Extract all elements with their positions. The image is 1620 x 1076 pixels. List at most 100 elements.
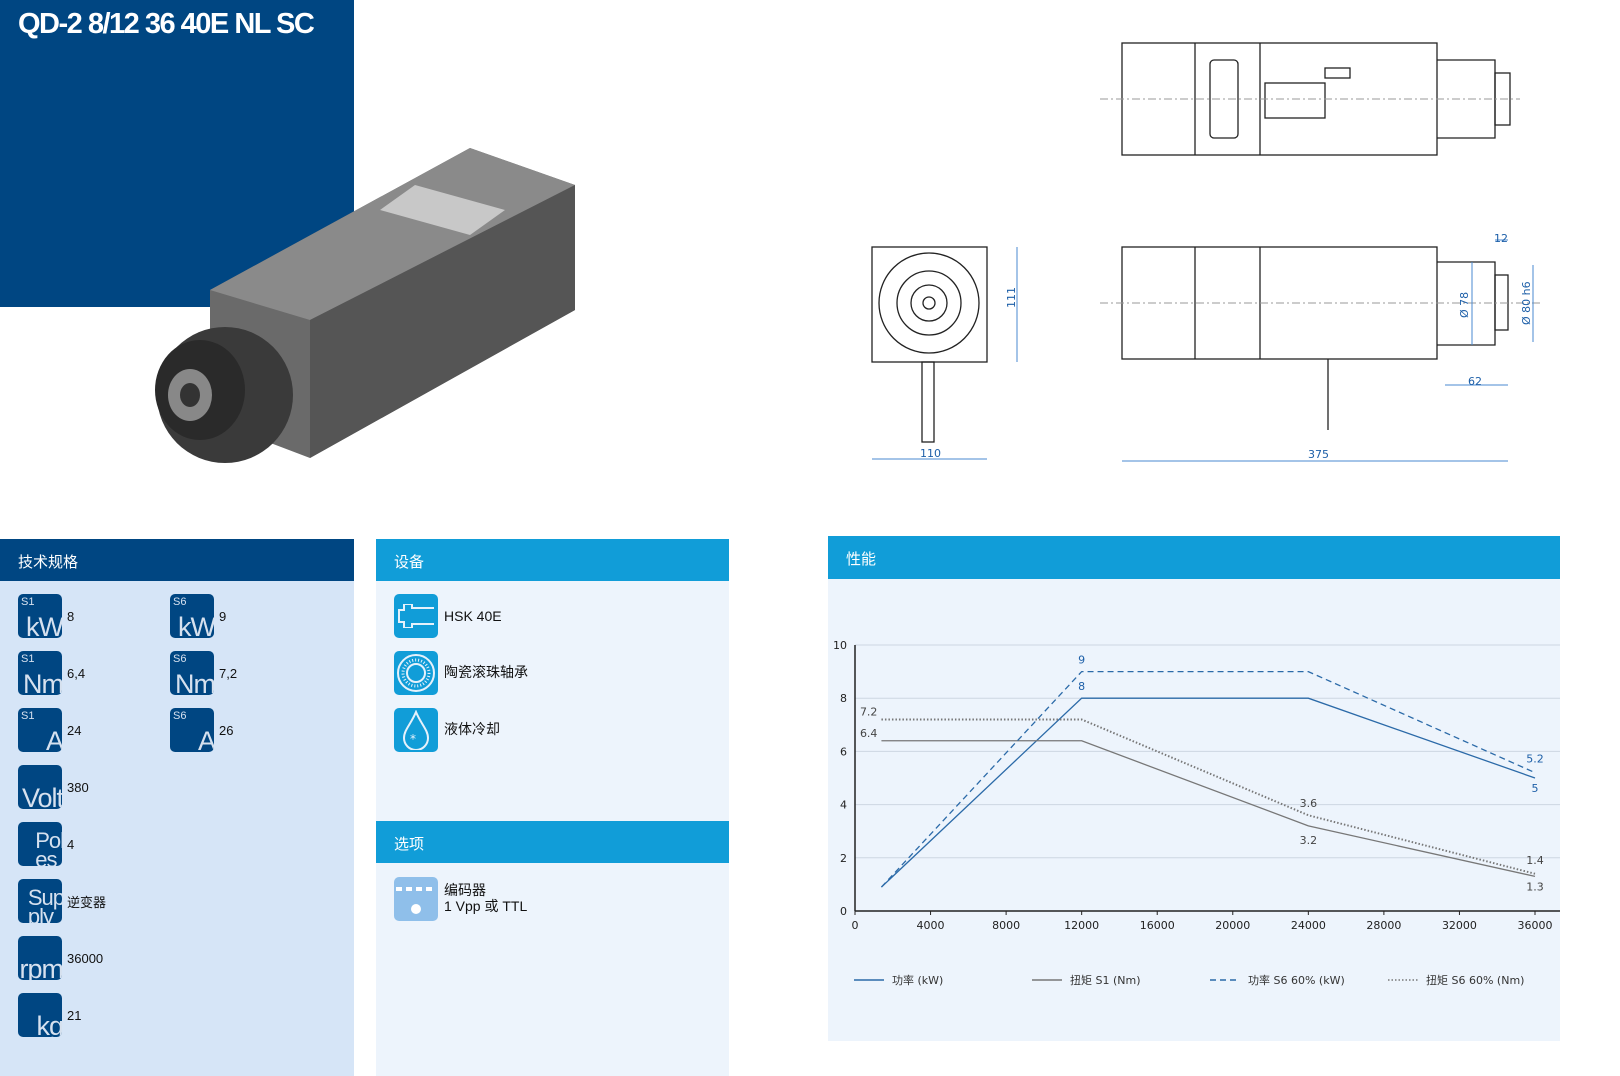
x-tick-label: 0 [852,919,859,932]
tool-holder-icon [394,594,438,638]
data-label: 5 [1532,782,1539,795]
x-tick-label: 4000 [917,919,945,932]
legend-swatch [1210,979,1240,981]
volt-icon: Volt [18,765,62,809]
specs-header: 技术规格 [0,539,354,581]
legend-label: 功率 (kW) [892,974,944,987]
dim-d78: Ø 78 [1458,292,1471,318]
y-tick-label: 2 [840,852,847,865]
dim-height: 111 [1005,287,1018,308]
spec-value: 21 [67,1007,82,1023]
equipment-item-hsk: HSK 40E [394,594,502,638]
data-label: 6.4 [860,727,878,740]
series-line-0 [880,697,1536,888]
data-label: 3.2 [1300,834,1318,847]
data-label: 1.4 [1526,854,1544,867]
svg-text:*: * [410,732,416,746]
y-tick-label: 0 [840,905,847,918]
y-tick-label: 8 [840,692,847,705]
spec-item: kg 21 [18,993,81,1037]
dim-12: 12 [1494,232,1508,245]
data-label: 5.2 [1526,753,1544,766]
series-line-3 [881,718,1536,875]
equipment-item-cooling: * 液体冷却 [394,708,500,752]
data-label: 7.2 [860,705,878,718]
spindle-photo [155,148,575,463]
x-tick-label: 32000 [1442,919,1477,932]
equipment-label: HSK 40E [444,607,502,624]
equipment-label: 液体冷却 [444,721,500,738]
legend-item: 扭矩 S6 60% (Nm) [1388,972,1524,988]
front-view-drawing: 110 111 [871,246,1018,460]
ball-bearing-icon [394,651,438,695]
dim-d80: Ø 80 h6 [1520,281,1533,325]
y-tick-label: 6 [840,745,847,758]
spec-value: 26 [219,722,234,738]
equipment-label: 陶瓷滚珠轴承 [444,664,528,681]
dim-length: 375 [1308,448,1329,461]
equipment-header: 设备 [376,539,729,581]
spec-value: 逆变器 [67,894,107,910]
option-line1: 编码器 [444,882,486,899]
legend-swatch [854,979,884,981]
legend-item: 功率 S6 60% (kW) [1210,972,1345,988]
spec-value: 6,4 [67,665,86,681]
x-tick-label: 20000 [1215,919,1250,932]
legend-label: 扭矩 S1 (Nm) [1070,974,1141,987]
encoder-icon [394,877,438,921]
spec-value: 7,2 [219,665,238,681]
legend-swatch [1032,979,1062,981]
legend-label: 扭矩 S6 60% (Nm) [1426,974,1525,987]
spec-value: 36000 [67,950,104,966]
spec-value: 24 [67,722,82,738]
side-view-drawing: 375 62 12 Ø 78 Ø 80 h6 [1100,232,1540,462]
kg-icon: kg [18,993,62,1037]
x-tick-label: 12000 [1064,919,1099,932]
equipment-item-bearing: 陶瓷滚珠轴承 [394,651,528,695]
x-tick-label: 24000 [1291,919,1326,932]
legend-swatch [1388,979,1418,981]
top-view-drawing [1100,42,1520,156]
spec-value: 8 [67,608,75,624]
data-label: 9 [1078,654,1085,667]
spec-value: 380 [67,779,89,795]
x-tick-label: 36000 [1518,919,1553,932]
options-header: 选项 [376,821,729,863]
legend-item: 扭矩 S1 (Nm) [1032,972,1141,988]
performance-header: 性能 [828,536,1560,579]
x-tick-label: 8000 [992,919,1020,932]
spec-value: 9 [219,608,227,624]
spec-value: 4 [67,836,75,852]
product-title: QD-2 8/12 36 40E NL SC [18,8,315,40]
liquid-drop-icon: * [394,708,438,752]
series-line-2 [880,670,1536,888]
dim-width: 110 [920,447,941,460]
legend-item: 功率 (kW) [854,972,943,988]
option-line2: 1 Vpp 或 TTL [444,897,528,914]
data-label: 8 [1078,680,1085,693]
y-tick-label: 4 [840,799,847,812]
legend-label: 功率 S6 60% (kW) [1248,974,1345,987]
